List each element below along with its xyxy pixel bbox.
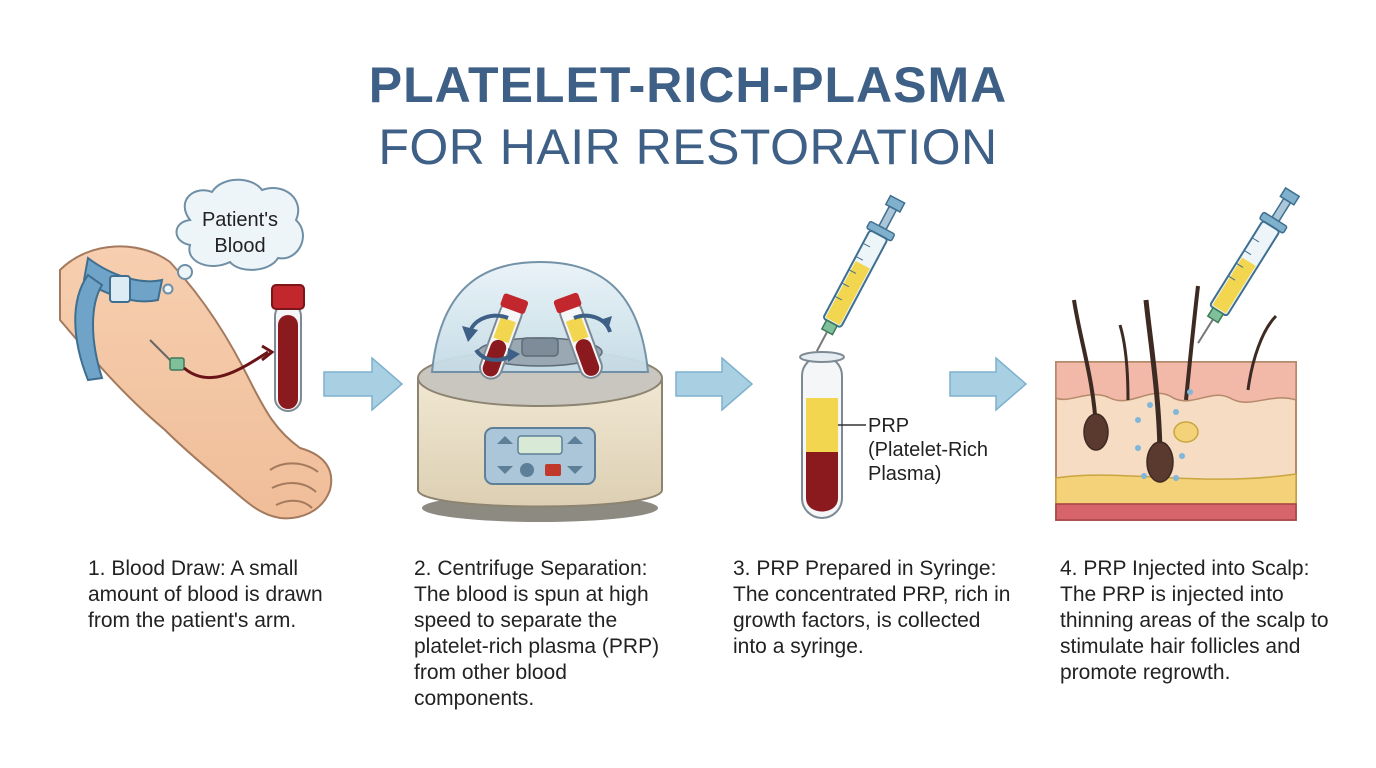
centrifuge-illustration [417,260,663,522]
step-4-caption: 4. PRP Injected into Scalp: The PRP is i… [1060,557,1329,684]
thought-bubble: Patient's Blood [162,178,304,295]
step-2-caption: 2. Centrifuge Separation: The blood is s… [414,557,660,710]
title-line-1: PLATELET-RICH-PLASMA [368,57,1008,113]
prp-syringe-illustration: PRP (Platelet-Rich Plasma) [799,194,988,519]
blood-tube [271,284,305,412]
step-3-caption: 3. PRP Prepared in Syringe: The concentr… [733,557,1011,658]
arrow-step-2-3 [675,356,754,412]
prp-label-line-1: PRP [868,415,909,437]
arrow-step-1-2 [323,356,404,412]
arrow-step-3-4 [949,356,1028,412]
bubble-text-line-2: Blood [214,235,265,257]
prp-label-line-2: (Platelet-Rich [868,439,988,461]
prp-label-line-3: Plasma) [868,463,941,485]
scalp-illustration [1055,186,1301,521]
bubble-text-line-1: Patient's [202,209,278,231]
arm-illustration [59,245,333,520]
title-line-2: FOR HAIR RESTORATION [378,119,998,175]
step-1-caption: 1. Blood Draw: A small amount of blood i… [88,557,323,632]
